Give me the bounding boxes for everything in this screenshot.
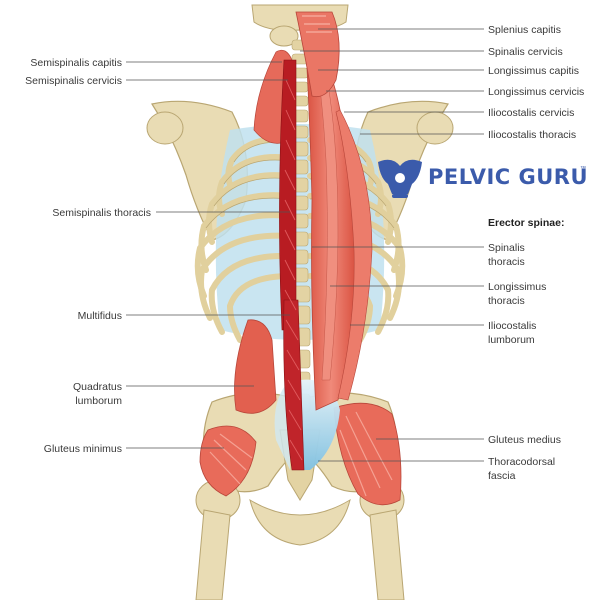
label-longissimus-capitis: Longissimus capitis bbox=[488, 65, 579, 77]
multifidus-muscle bbox=[283, 299, 305, 471]
pelvis-logo-icon bbox=[378, 159, 422, 198]
label-semispinalis-cervicis: Semispinalis cervicis bbox=[25, 75, 122, 87]
label-thoracodorsal-fascia-line2: fascia bbox=[488, 470, 516, 482]
label-longissimus-cervicis: Longissimus cervicis bbox=[488, 86, 584, 98]
label-longissimus-thoracis-line2: thoracis bbox=[488, 295, 525, 307]
leader-lines-right bbox=[300, 28, 484, 462]
labels-left: Semispinalis capitis Semispinalis cervic… bbox=[25, 57, 151, 455]
label-iliocostalis-lumborum-line2: lumborum bbox=[488, 334, 535, 346]
erector-spinae-heading: Erector spinae: bbox=[488, 217, 564, 229]
label-gluteus-minimus: Gluteus minimus bbox=[44, 443, 122, 455]
label-semispinalis-capitis: Semispinalis capitis bbox=[30, 57, 122, 69]
label-semispinalis-thoracis: Semispinalis thoracis bbox=[52, 207, 151, 219]
semispinalis-thoracis-muscle bbox=[279, 59, 297, 331]
labels-right: Splenius capitis Spinalis cervicis Longi… bbox=[488, 24, 584, 482]
right-femur bbox=[369, 509, 405, 600]
right-shoulder-joint bbox=[416, 111, 454, 145]
occipital-bone bbox=[269, 25, 299, 47]
logo-text: PELVIC GURU bbox=[428, 165, 588, 189]
logo-trademark: ™ bbox=[580, 165, 586, 172]
label-spinalis-thoracis-line1: Spinalis bbox=[488, 242, 525, 254]
label-thoracodorsal-fascia-line1: Thoracodorsal bbox=[488, 456, 555, 468]
label-spinalis-cervicis: Spinalis cervicis bbox=[488, 46, 563, 58]
gluteus-medius-muscle bbox=[333, 402, 402, 506]
left-shoulder-joint bbox=[146, 111, 184, 145]
left-femur bbox=[195, 509, 231, 600]
label-spinalis-thoracis-line2: thoracis bbox=[488, 256, 525, 268]
longissimus-muscle bbox=[313, 47, 339, 381]
label-multifidus: Multifidus bbox=[78, 310, 122, 322]
label-quadratus-lumborum-line1: Quadratus bbox=[73, 381, 122, 393]
iliocostalis-muscle bbox=[335, 109, 373, 401]
pelvic-guru-logo: PELVIC GURU ™ bbox=[378, 159, 588, 198]
label-gluteus-medius: Gluteus medius bbox=[488, 434, 561, 446]
quadratus-lumborum-muscle bbox=[234, 319, 277, 414]
label-quadratus-lumborum-line2: lumborum bbox=[75, 395, 122, 407]
label-iliocostalis-thoracis: Iliocostalis thoracis bbox=[488, 129, 576, 141]
label-splenius-capitis: Splenius capitis bbox=[488, 24, 561, 36]
label-iliocostalis-lumborum-line1: Iliocostalis bbox=[488, 320, 536, 332]
gluteus-minimus-muscle bbox=[199, 425, 257, 497]
pubic-region bbox=[249, 498, 351, 546]
splenius-capitis-muscle bbox=[295, 11, 340, 98]
label-iliocostalis-cervicis: Iliocostalis cervicis bbox=[488, 107, 574, 119]
label-longissimus-thoracis-line1: Longissimus bbox=[488, 281, 546, 293]
leader-lines-left bbox=[126, 61, 290, 449]
